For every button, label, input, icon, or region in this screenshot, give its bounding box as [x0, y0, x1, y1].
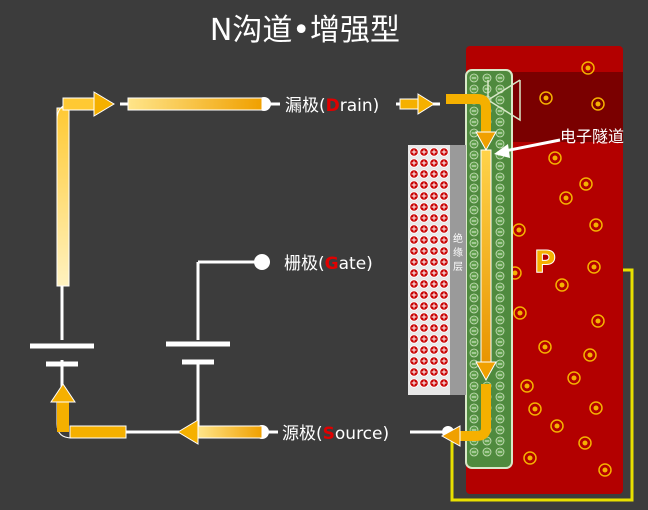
source-label-suffix: ource) — [335, 424, 389, 444]
channel-current-arrow — [480, 149, 492, 366]
hole-dot — [571, 375, 577, 381]
hole-dot — [559, 282, 565, 288]
gate-label: 栅极(Gate) — [280, 252, 388, 274]
hole-ring — [598, 463, 612, 477]
hole-ring — [555, 278, 569, 292]
current-flow-arrows — [50, 91, 497, 447]
hole-dot — [602, 467, 608, 473]
hole-ring — [523, 451, 537, 465]
gate-node — [254, 254, 270, 270]
hole-dot — [516, 227, 522, 233]
hole-ring — [578, 436, 592, 450]
channel-current-arrowhead — [475, 361, 497, 382]
hole-ring — [567, 371, 581, 385]
hole-dot — [524, 383, 530, 389]
hole-dot — [582, 440, 588, 446]
hole-dot — [593, 222, 599, 228]
drain-region-edge — [487, 79, 521, 101]
hole-dot — [527, 455, 533, 461]
insulator-label-3: 层 — [453, 261, 463, 273]
substrate-holes — [508, 61, 612, 477]
source-label-letter: S — [323, 424, 335, 444]
drain-label-suffix: rain) — [340, 96, 380, 116]
hole-ring — [559, 191, 573, 205]
source-label-prefix: 源极( — [282, 424, 323, 444]
hole-ring — [589, 401, 603, 415]
gate-label-letter: G — [325, 254, 339, 274]
hole-dot — [595, 318, 601, 324]
hole-ring — [513, 306, 527, 320]
hole-dot — [591, 264, 597, 270]
electron-tunnel-label: 电子隧道 — [560, 127, 624, 146]
hole-ring — [591, 314, 605, 328]
hole-ring — [528, 402, 542, 416]
gate-charges — [409, 147, 449, 388]
hole-dot — [542, 344, 548, 350]
drain-label: 漏极(Drain) — [280, 94, 396, 116]
svg-text:漏极(Drain): 漏极(Drain) — [285, 96, 379, 116]
hole-dot — [595, 101, 601, 107]
hole-ring — [579, 177, 593, 191]
hole-ring — [591, 97, 605, 111]
hole-dot — [593, 405, 599, 411]
drain-label-letter: D — [326, 96, 340, 116]
hole-dot — [532, 406, 538, 412]
hole-dot — [554, 423, 560, 429]
circuit-wires — [60, 102, 448, 434]
hole-dot — [587, 352, 593, 358]
substrate-shadow — [510, 72, 623, 142]
drain-region-outline — [487, 80, 521, 122]
insulator-label-2: 缘 — [453, 246, 463, 259]
gate-label-suffix: ate) — [339, 254, 373, 274]
svg-text:栅极(Gate): 栅极(Gate) — [284, 254, 373, 274]
hole-dot — [583, 181, 589, 187]
hole-dot — [517, 310, 523, 316]
tunnel-pointer — [499, 138, 561, 154]
hole-dot — [585, 65, 591, 71]
substrate-label: P — [534, 245, 556, 280]
hole-ring — [539, 91, 553, 105]
hole-ring — [550, 419, 564, 433]
page-title: N沟道•增强型 — [210, 13, 400, 48]
hole-dot — [563, 195, 569, 201]
drain-label-prefix: 漏极( — [285, 96, 326, 116]
hole-ring — [581, 61, 595, 75]
substrate-bias-wire — [450, 268, 634, 502]
hole-ring — [583, 348, 597, 362]
svg-text:源极(Source): 源极(Source) — [282, 424, 389, 444]
hole-ring — [587, 260, 601, 274]
hole-dot — [543, 95, 549, 101]
battery-gate — [166, 341, 230, 365]
battery-left — [30, 343, 94, 367]
tunnel-pointer-head — [494, 144, 510, 158]
hole-ring — [548, 151, 562, 165]
hole-ring — [520, 379, 534, 393]
hole-dot — [552, 155, 558, 161]
hole-dot — [512, 270, 518, 276]
source-label: 源极(Source) — [278, 422, 410, 444]
hole-ring — [589, 218, 603, 232]
gate-label-prefix: 栅极( — [284, 254, 325, 274]
hole-ring — [538, 340, 552, 354]
insulator-label-1: 绝 — [453, 232, 463, 245]
insulator-layer — [450, 145, 466, 395]
